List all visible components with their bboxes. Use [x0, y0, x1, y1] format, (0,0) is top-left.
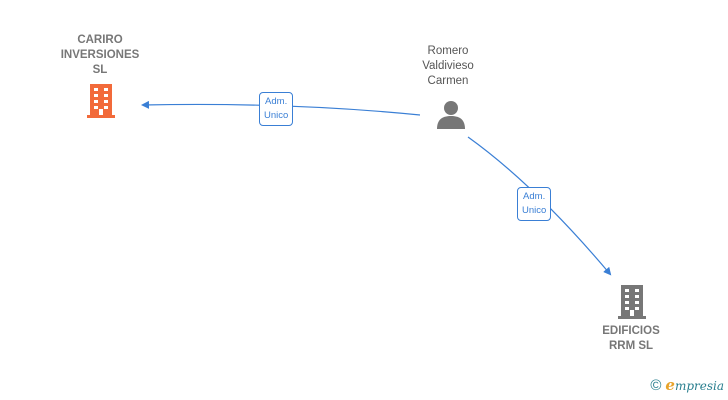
empresia-logo: empresia	[665, 376, 724, 394]
empresia-watermark: © empresia	[650, 376, 724, 394]
building-icon[interactable]	[86, 84, 116, 118]
building-icon[interactable]	[617, 285, 647, 319]
edge-label-romero-edificios: Adm. Unico	[517, 187, 552, 221]
edge-label-line: Unico	[522, 205, 547, 216]
copyright-icon: ©	[650, 376, 662, 394]
label-line: Carmen	[427, 75, 469, 87]
label-line: Romero	[427, 45, 469, 57]
edge-label-romero-cariro: Adm. Unico	[259, 92, 294, 126]
label-line: INVERSIONES	[60, 49, 140, 61]
label-line: SL	[92, 64, 108, 76]
edge-label-line: Adm.	[265, 96, 288, 107]
person-node-label-romero[interactable]: Romero Valdivieso Carmen	[400, 44, 496, 89]
company-node-label-edificios[interactable]: EDIFICIOS RRM SL	[584, 324, 678, 354]
company-node-label-cariro[interactable]: CARIRO INVERSIONES SL	[48, 33, 152, 78]
label-line: CARIRO	[77, 34, 123, 46]
edge-label-line: Adm.	[523, 191, 546, 202]
person-icon[interactable]	[436, 99, 466, 129]
label-line: RRM SL	[608, 340, 654, 352]
edge-label-line: Unico	[264, 110, 289, 121]
label-line: EDIFICIOS	[602, 325, 660, 337]
label-line: Valdivieso	[422, 60, 474, 72]
logo-initial: e	[665, 376, 675, 394]
logo-rest: mpresia	[674, 379, 724, 393]
